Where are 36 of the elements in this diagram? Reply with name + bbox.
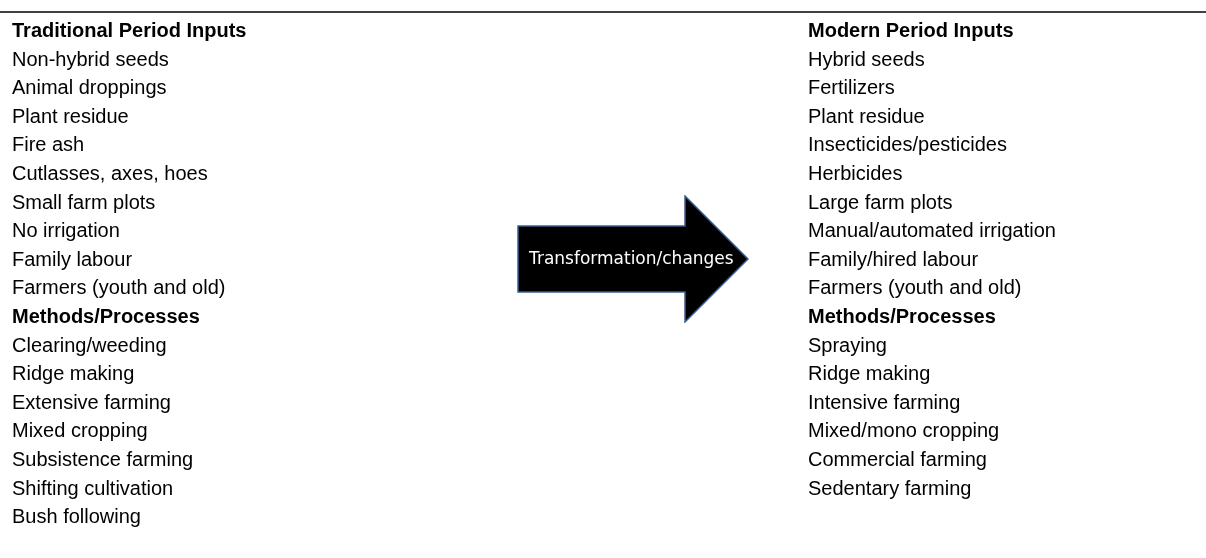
- list-item: Cutlasses, axes, hoes: [12, 160, 208, 186]
- list-item: Manual/automated irrigation: [808, 218, 1056, 244]
- list-item: Mixed cropping: [12, 418, 148, 444]
- list-item: Ridge making: [808, 361, 931, 387]
- list-item: Fertilizers: [808, 75, 895, 101]
- list-item: Shifting cultivation: [12, 475, 174, 501]
- section-heading: Methods/Processes: [808, 303, 996, 329]
- list-item: Spraying: [808, 332, 887, 358]
- arrow-label: Transformation/changes: [529, 247, 734, 270]
- list-item: Insecticides/pesticides: [808, 132, 1007, 158]
- list-item: Animal droppings: [12, 75, 167, 101]
- list-item: Family/hired labour: [808, 246, 979, 272]
- list-item: Herbicides: [808, 160, 903, 186]
- list-item: Intensive farming: [808, 389, 961, 415]
- list-item: No irrigation: [12, 218, 120, 244]
- list-item: Plant residue: [808, 103, 925, 129]
- list-item: Plant residue: [12, 103, 129, 129]
- list-item: Bush following: [12, 504, 141, 530]
- list-item: Farmers (youth and old): [12, 275, 226, 301]
- list-item: Non-hybrid seeds: [12, 46, 169, 72]
- list-item: Small farm plots: [12, 189, 156, 215]
- list-item: Clearing/weeding: [12, 332, 167, 358]
- list-item: Farmers (youth and old): [808, 275, 1022, 301]
- list-item: Mixed/mono cropping: [808, 418, 1000, 444]
- list-item: Large farm plots: [808, 189, 953, 215]
- section-heading: Traditional Period Inputs: [12, 18, 247, 43]
- section-heading: Methods/Processes: [12, 303, 200, 329]
- list-item: Extensive farming: [12, 389, 171, 415]
- list-item: Commercial farming: [808, 446, 987, 472]
- section-heading: Modern Period Inputs: [808, 18, 1014, 43]
- list-item: Fire ash: [12, 132, 85, 158]
- list-item: Sedentary farming: [808, 475, 972, 501]
- list-item: Family labour: [12, 246, 133, 272]
- list-item: Subsistence farming: [12, 446, 194, 472]
- list-item: Hybrid seeds: [808, 46, 925, 72]
- list-item: Ridge making: [12, 361, 135, 387]
